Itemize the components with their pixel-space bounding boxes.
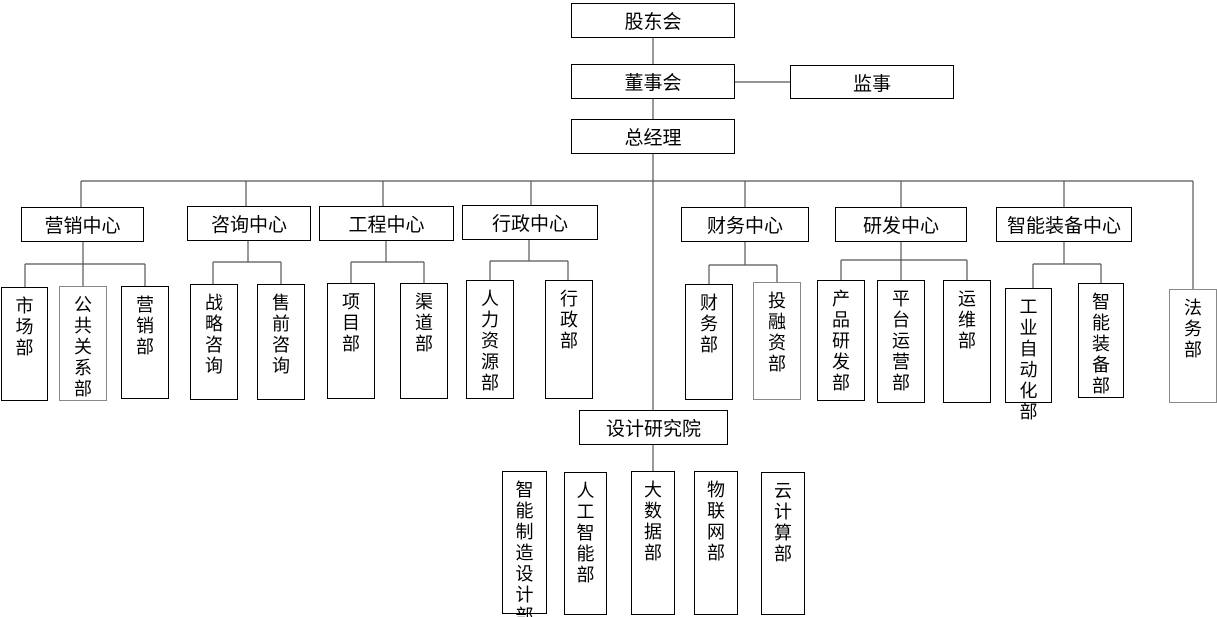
smart-mfg-design-dept-node: 智能制造设计部 (502, 471, 547, 617)
marketing-center-node: 营销中心 (21, 207, 144, 242)
consulting-center-node: 咨询中心 (187, 206, 311, 241)
shareholders-node: 股东会 (571, 3, 735, 38)
node-label: 智能装备部 (1092, 292, 1110, 397)
bigdata-dept-node: 大数据部 (631, 471, 675, 615)
smart-equipment-center-node: 智能装备中心 (996, 207, 1132, 242)
node-label: 产品研发部 (832, 289, 850, 394)
finance-dept-node: 财务部 (685, 284, 733, 400)
node-label: 物联网部 (707, 480, 725, 564)
ops-dept-node: 运维部 (943, 280, 991, 403)
node-label: 人力资源部 (481, 289, 499, 394)
pr-dept-node: 公共关系部 (59, 286, 107, 401)
design-institute-node: 设计研究院 (579, 410, 728, 445)
investment-dept-node: 投融资部 (753, 282, 801, 400)
supervisor-node: 监事 (790, 65, 954, 99)
node-label: 售前咨询 (272, 293, 290, 377)
node-label: 人工智能部 (576, 481, 595, 586)
ai-dept-node: 人工智能部 (564, 472, 607, 615)
presales-consulting-node: 售前咨询 (257, 284, 305, 400)
node-label: 投融资部 (768, 291, 786, 375)
sales-dept-node: 营销部 (121, 286, 169, 399)
market-dept-node: 市场部 (1, 287, 48, 401)
node-label: 项目部 (342, 292, 360, 355)
legal-dept-node: 法务部 (1169, 289, 1217, 403)
node-label: 大数据部 (644, 480, 662, 564)
node-label: 云计算部 (774, 481, 792, 565)
node-label: 市场部 (15, 296, 34, 359)
node-label: 营销部 (136, 295, 154, 358)
strategy-consulting-node: 战略咨询 (190, 284, 238, 400)
admin-dept-node: 行政部 (545, 280, 593, 399)
platform-ops-dept-node: 平台运营部 (877, 280, 925, 403)
engineering-center-node: 工程中心 (319, 206, 454, 241)
node-label: 行政部 (560, 289, 578, 352)
node-label: 智能制造设计部 (515, 480, 534, 617)
node-label: 公共关系部 (74, 295, 92, 400)
node-label: 战略咨询 (205, 293, 223, 377)
admin-center-node: 行政中心 (462, 205, 598, 240)
node-label: 财务部 (700, 293, 718, 356)
rd-center-node: 研发中心 (835, 207, 967, 242)
smart-equipment-dept-node: 智能装备部 (1078, 283, 1124, 398)
node-label: 渠道部 (415, 292, 433, 355)
channel-dept-node: 渠道部 (400, 283, 448, 399)
node-label: 平台运营部 (892, 289, 910, 394)
node-label: 运维部 (958, 289, 976, 352)
gm-node: 总经理 (571, 119, 735, 154)
finance-center-node: 财务中心 (681, 207, 809, 242)
project-dept-node: 项目部 (327, 283, 375, 399)
node-label: 法务部 (1184, 298, 1202, 361)
hr-dept-node: 人力资源部 (466, 280, 514, 399)
node-label: 工业自动化部 (1019, 297, 1038, 423)
automation-dept-node: 工业自动化部 (1005, 288, 1052, 423)
board-node: 董事会 (571, 64, 735, 99)
cloud-dept-node: 云计算部 (761, 472, 805, 615)
product-rd-dept-node: 产品研发部 (817, 280, 865, 401)
iot-dept-node: 物联网部 (694, 471, 738, 615)
